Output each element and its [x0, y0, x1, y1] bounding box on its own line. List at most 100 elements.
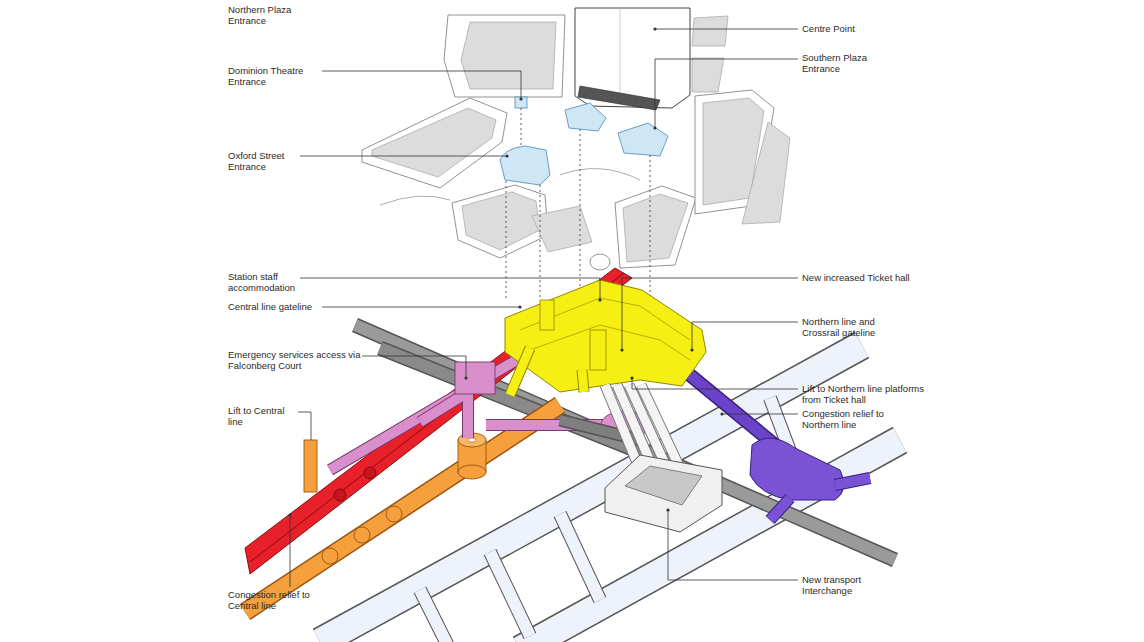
city-block: [623, 194, 688, 262]
leader-line: [722, 414, 798, 415]
northern-relief-chamber: [750, 438, 844, 500]
tunnel-outline: [330, 358, 520, 470]
central-relief-tunnel: [245, 405, 560, 612]
cross-passage: [560, 514, 600, 600]
leader-dot: [519, 97, 522, 100]
entrance: [500, 146, 550, 185]
tunnel-outline: [510, 348, 530, 395]
callout-label: New transport Interchange: [802, 575, 882, 596]
projection-line: [580, 129, 581, 305]
shaft: [458, 465, 486, 479]
leader-dot: [666, 508, 669, 511]
tunnel-ring: [354, 527, 370, 543]
tunnel-ring: [386, 506, 402, 522]
leader-line: [692, 322, 798, 350]
leader-dot: [653, 27, 656, 30]
entrance: [515, 97, 527, 108]
escalator-shaft: [641, 385, 679, 466]
callout-label: Lift to Central line: [228, 406, 296, 427]
leader-line: [655, 59, 798, 128]
leader-line: [300, 278, 600, 300]
tunnel-outline: [770, 498, 790, 520]
city-block: [692, 16, 728, 46]
callout-label: Congestion relief to Central line: [228, 590, 320, 611]
tunnel-outline: [560, 514, 600, 600]
hall-shaft: [590, 330, 606, 370]
tower-edge: [620, 8, 621, 100]
leader-dot: [620, 348, 623, 351]
city-block: [462, 192, 540, 250]
leader-line: [322, 71, 521, 99]
block-outline: [615, 186, 696, 268]
callout-label: Southern Plaza Entrance: [802, 53, 884, 74]
northern-relief-tunnel: [835, 478, 870, 485]
leader-line: [298, 412, 311, 440]
leader-dot: [690, 348, 693, 351]
leader-dot: [720, 412, 723, 415]
tunnel-outline: [490, 552, 530, 636]
pink-tunnel: [420, 392, 468, 438]
hall-passage: [582, 370, 584, 392]
block-outline: [452, 185, 548, 258]
tunnel-ring: [364, 467, 376, 479]
hall-passage: [510, 348, 530, 395]
callout-label: Central line gateline: [228, 302, 348, 313]
ticket-hall: [505, 280, 706, 392]
interchange-box: [605, 455, 722, 532]
callout-label: Station staff accommodation: [228, 272, 304, 293]
leader-dot: [464, 376, 467, 379]
leader-dot: [598, 298, 601, 301]
callout-label: Oxford Street Entrance: [228, 151, 300, 172]
city-block: [372, 108, 496, 177]
leader-dot: [653, 126, 656, 129]
leader-dot: [518, 305, 521, 308]
callout-label: Northern Plaza Entrance: [228, 5, 308, 26]
northern-relief-tunnel: [770, 498, 790, 520]
interchange-floor: [625, 466, 702, 505]
leader-line: [290, 515, 291, 587]
lift-shaft: [304, 440, 317, 492]
hall-shaft: [540, 300, 554, 330]
callout-label: Congestion relief to Northern line: [802, 409, 910, 430]
block-outline: [362, 98, 507, 188]
entrance: [565, 103, 606, 131]
street-island: [590, 254, 610, 270]
tunnel-outline: [582, 370, 584, 392]
street-edge: [380, 196, 450, 205]
block-outline: [444, 15, 565, 97]
projection-line: [521, 108, 522, 146]
tunnel-ring: [322, 548, 338, 564]
projection-line: [540, 185, 541, 300]
callout-label: Lift to Northern line platforms from Tic…: [802, 384, 930, 405]
tunnel-outline: [245, 405, 560, 612]
leader-dot: [505, 154, 508, 157]
tunnel-outline: [420, 392, 468, 438]
tunnel-outline: [835, 478, 870, 485]
callout-label: Centre Point: [802, 24, 902, 35]
leader-line: [655, 29, 798, 30]
city-block: [532, 206, 592, 252]
shaft-top: [468, 438, 476, 442]
city-block: [692, 58, 724, 92]
escalator-outline: [641, 385, 679, 466]
leader-line: [362, 356, 466, 378]
cross-passage: [490, 552, 530, 636]
leader-dot: [630, 376, 633, 379]
callout-label: Dominion Theatre Entrance: [228, 66, 320, 87]
leader-line: [668, 510, 798, 580]
leader-line: [632, 378, 798, 389]
city-block: [461, 22, 556, 89]
callout-label: Northern line and Crossrail gateline: [802, 317, 900, 338]
callout-label: New increased Ticket hall: [802, 273, 952, 284]
callout-label: Emergency services access via Falconberg…: [228, 350, 368, 371]
pink-tunnel: [330, 358, 520, 470]
entrance: [618, 123, 668, 156]
leader-line: [300, 156, 507, 157]
cross-passage: [420, 590, 450, 642]
tunnel-ring: [334, 489, 346, 501]
tunnel-outline: [690, 375, 775, 445]
leader-line: [322, 307, 520, 308]
